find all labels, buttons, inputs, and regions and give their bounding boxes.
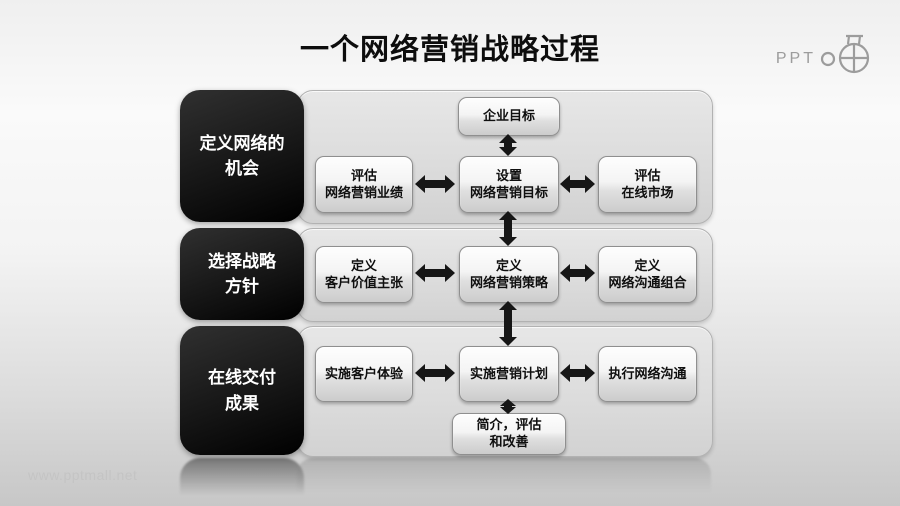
- row-1-label: 定义网络的 机会: [180, 90, 304, 222]
- page-title: 一个网络营销战略过程: [299, 34, 600, 66]
- double-arrow-h-icon: [415, 175, 455, 193]
- box-define-customer-value-proposition: 定义 客户价值主张: [315, 246, 413, 303]
- double-arrow-h-icon: [560, 175, 595, 193]
- box-enterprise-goals: 企业目标: [458, 97, 560, 136]
- reflection: [297, 458, 711, 498]
- double-arrow-h-icon: [560, 264, 595, 282]
- box-evaluate-online-market: 评估 在线市场: [598, 156, 697, 213]
- box-implement-marketing-plan: 实施营销计划: [459, 346, 559, 402]
- box-execute-online-communication: 执行网络沟通: [598, 346, 697, 402]
- box-profile-evaluate-improve: 简介，评估 和改善: [452, 413, 566, 455]
- box-define-communication-mix: 定义 网络沟通组合: [598, 246, 697, 303]
- double-arrow-v-icon: [499, 301, 517, 346]
- box-set-marketing-objectives: 设置 网络营销目标: [459, 156, 559, 213]
- box-evaluate-marketing-performance: 评估 网络营销业绩: [315, 156, 413, 213]
- row-3-label: 在线交付 成果: [180, 326, 304, 455]
- globe-crosshair-icon: [820, 34, 870, 74]
- double-arrow-v-icon: [500, 399, 516, 414]
- box-define-marketing-strategy: 定义 网络营销策略: [459, 246, 559, 303]
- double-arrow-v-icon: [499, 211, 517, 246]
- reflection: [180, 458, 304, 502]
- double-arrow-h-icon: [415, 264, 455, 282]
- watermark-url: www.pptmall.net: [28, 467, 138, 483]
- row-2-label: 选择战略 方针: [180, 228, 304, 320]
- double-arrow-v-icon: [499, 134, 517, 156]
- box-implement-customer-experience: 实施客户体验: [315, 346, 413, 402]
- pptmall-logo: PPT: [776, 32, 876, 78]
- double-arrow-h-icon: [560, 364, 595, 382]
- logo-text: PPT: [775, 50, 816, 67]
- double-arrow-h-icon: [415, 364, 455, 382]
